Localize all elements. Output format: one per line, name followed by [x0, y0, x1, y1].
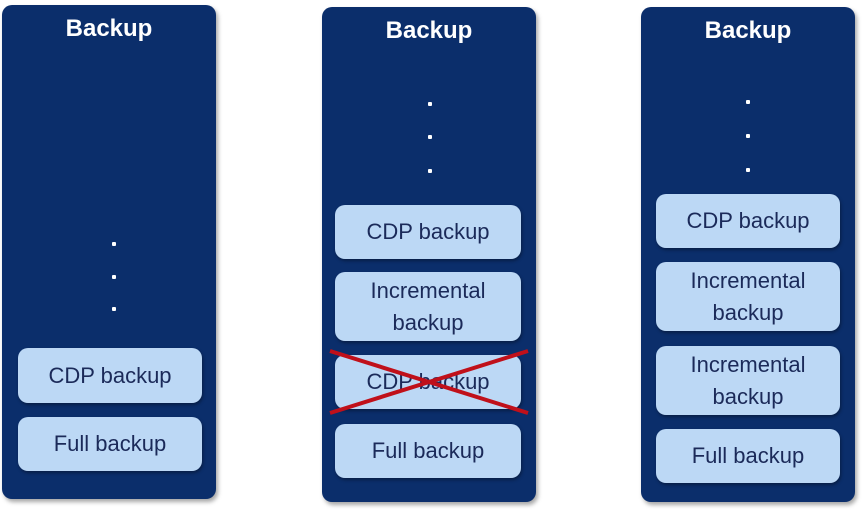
backup-column-3: Backup CDP backup Incremental backup Inc…: [641, 7, 855, 502]
incremental-backup-box: Incremental backup: [656, 262, 840, 331]
backup-column-1: Backup CDP backup Full backup: [2, 5, 216, 499]
incremental-backup-box: Incremental backup: [335, 272, 521, 341]
ellipsis-dot: [428, 169, 432, 173]
cdp-backup-box: CDP backup: [18, 348, 202, 403]
full-backup-box: Full backup: [335, 424, 521, 478]
full-backup-box: Full backup: [656, 429, 840, 483]
ellipsis-dot: [746, 100, 750, 104]
ellipsis-dot: [112, 307, 116, 311]
column-title: Backup: [385, 17, 473, 44]
ellipsis-dot: [112, 242, 116, 246]
incremental-backup-box: Incremental backup: [656, 346, 840, 415]
ellipsis-dot: [428, 102, 432, 106]
deleted-cdp-backup-box: CDP backup: [335, 355, 521, 409]
column-title: Backup: [704, 17, 792, 44]
ellipsis-dot: [746, 168, 750, 172]
ellipsis-dot: [428, 135, 432, 139]
cdp-backup-box: CDP backup: [656, 194, 840, 248]
ellipsis-dot: [112, 275, 116, 279]
full-backup-box: Full backup: [18, 417, 202, 471]
cdp-backup-box: CDP backup: [335, 205, 521, 259]
backup-column-2: Backup CDP backup Incremental backup CDP…: [322, 7, 536, 502]
ellipsis-dot: [746, 134, 750, 138]
column-title: Backup: [65, 15, 153, 42]
